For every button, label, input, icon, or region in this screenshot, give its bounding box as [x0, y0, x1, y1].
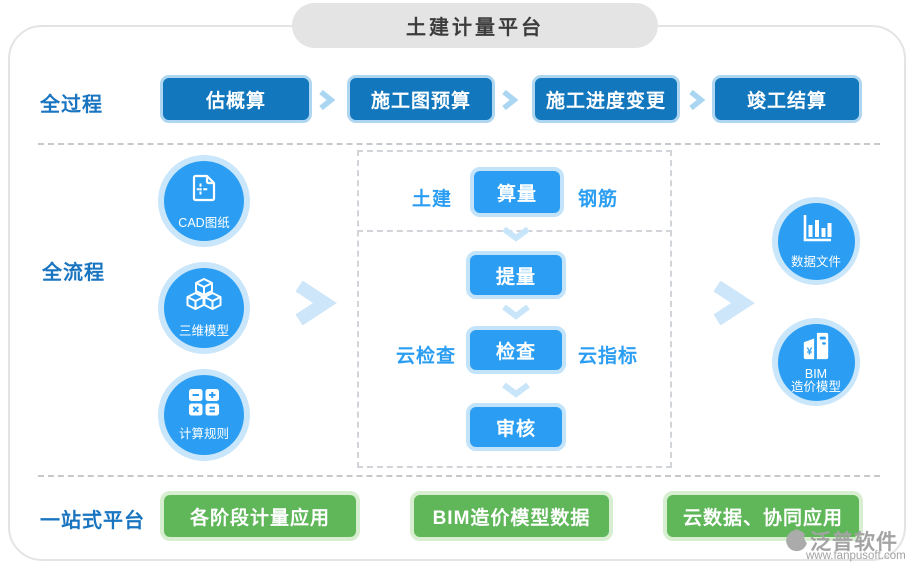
- cad-drawing-icon: [187, 171, 221, 210]
- extract-quantity-button[interactable]: 提量: [466, 251, 566, 299]
- tab-rebar[interactable]: 钢筋: [578, 189, 619, 210]
- platform-button-bim-cost-data[interactable]: BIM造价模型数据: [410, 491, 613, 541]
- watermark-brand: 泛普软件: [810, 531, 898, 554]
- tab-civil[interactable]: 土建: [412, 189, 453, 210]
- building-cost-icon: ¥: [801, 331, 831, 366]
- row-divider: [38, 143, 880, 145]
- calculator-icon: [188, 388, 220, 421]
- node-data-files[interactable]: 数据文件: [772, 197, 860, 285]
- quantity-calc-button[interactable]: 算量: [470, 167, 564, 217]
- node-calculation-rules[interactable]: 计算规则: [158, 369, 250, 461]
- node-label: 数据文件: [790, 255, 841, 269]
- watermark-url: www.fanpusoft.com: [806, 550, 906, 562]
- flow-detail-divider: [357, 230, 672, 232]
- platform-button-cloud-collaboration[interactable]: 云数据、协同应用: [663, 491, 863, 541]
- node-label: CAD图纸: [178, 216, 230, 230]
- node-cad-drawings[interactable]: CAD图纸: [158, 155, 250, 247]
- cloud-check-label: 云检查: [396, 346, 457, 367]
- page-title: 土建计量平台: [292, 3, 658, 48]
- row-label-platform: 一站式平台: [40, 510, 145, 532]
- big-chevron-right-icon: [290, 280, 342, 326]
- cube-3d-icon: [185, 277, 223, 318]
- row-label-process: 全过程: [40, 94, 103, 116]
- chevron-right-icon: [500, 88, 520, 112]
- step-button-progress-change[interactable]: 施工进度变更: [532, 75, 680, 123]
- row-label-flow: 全流程: [42, 262, 105, 284]
- chevron-right-icon: [687, 88, 707, 112]
- svg-text:¥: ¥: [807, 346, 813, 357]
- check-button[interactable]: 检查: [466, 326, 566, 374]
- chevron-down-icon: [501, 382, 531, 398]
- node-label: 三维模型: [178, 324, 229, 338]
- fanpu-logo-icon: [782, 527, 808, 558]
- node-3d-model[interactable]: 三维模型: [158, 262, 250, 354]
- step-button-completion-settlement[interactable]: 竣工结算: [712, 75, 862, 123]
- step-button-estimate[interactable]: 估概算: [160, 75, 312, 123]
- chevron-down-icon: [501, 304, 531, 320]
- row-divider: [38, 475, 880, 477]
- watermark: 泛普软件 www.fanpusoft.com: [780, 524, 912, 566]
- big-chevron-right-icon: [708, 280, 760, 326]
- chevron-down-icon: [501, 226, 531, 242]
- flow-detail-box: [357, 150, 672, 468]
- cloud-index-label: 云指标: [578, 346, 639, 367]
- node-label: 计算规则: [178, 427, 229, 441]
- bar-chart-icon: [799, 212, 833, 249]
- chevron-right-icon: [317, 88, 337, 112]
- platform-button-stage-measurement[interactable]: 各阶段计量应用: [160, 491, 360, 541]
- audit-button[interactable]: 审核: [466, 403, 566, 451]
- step-button-construction-budget[interactable]: 施工图预算: [347, 75, 495, 123]
